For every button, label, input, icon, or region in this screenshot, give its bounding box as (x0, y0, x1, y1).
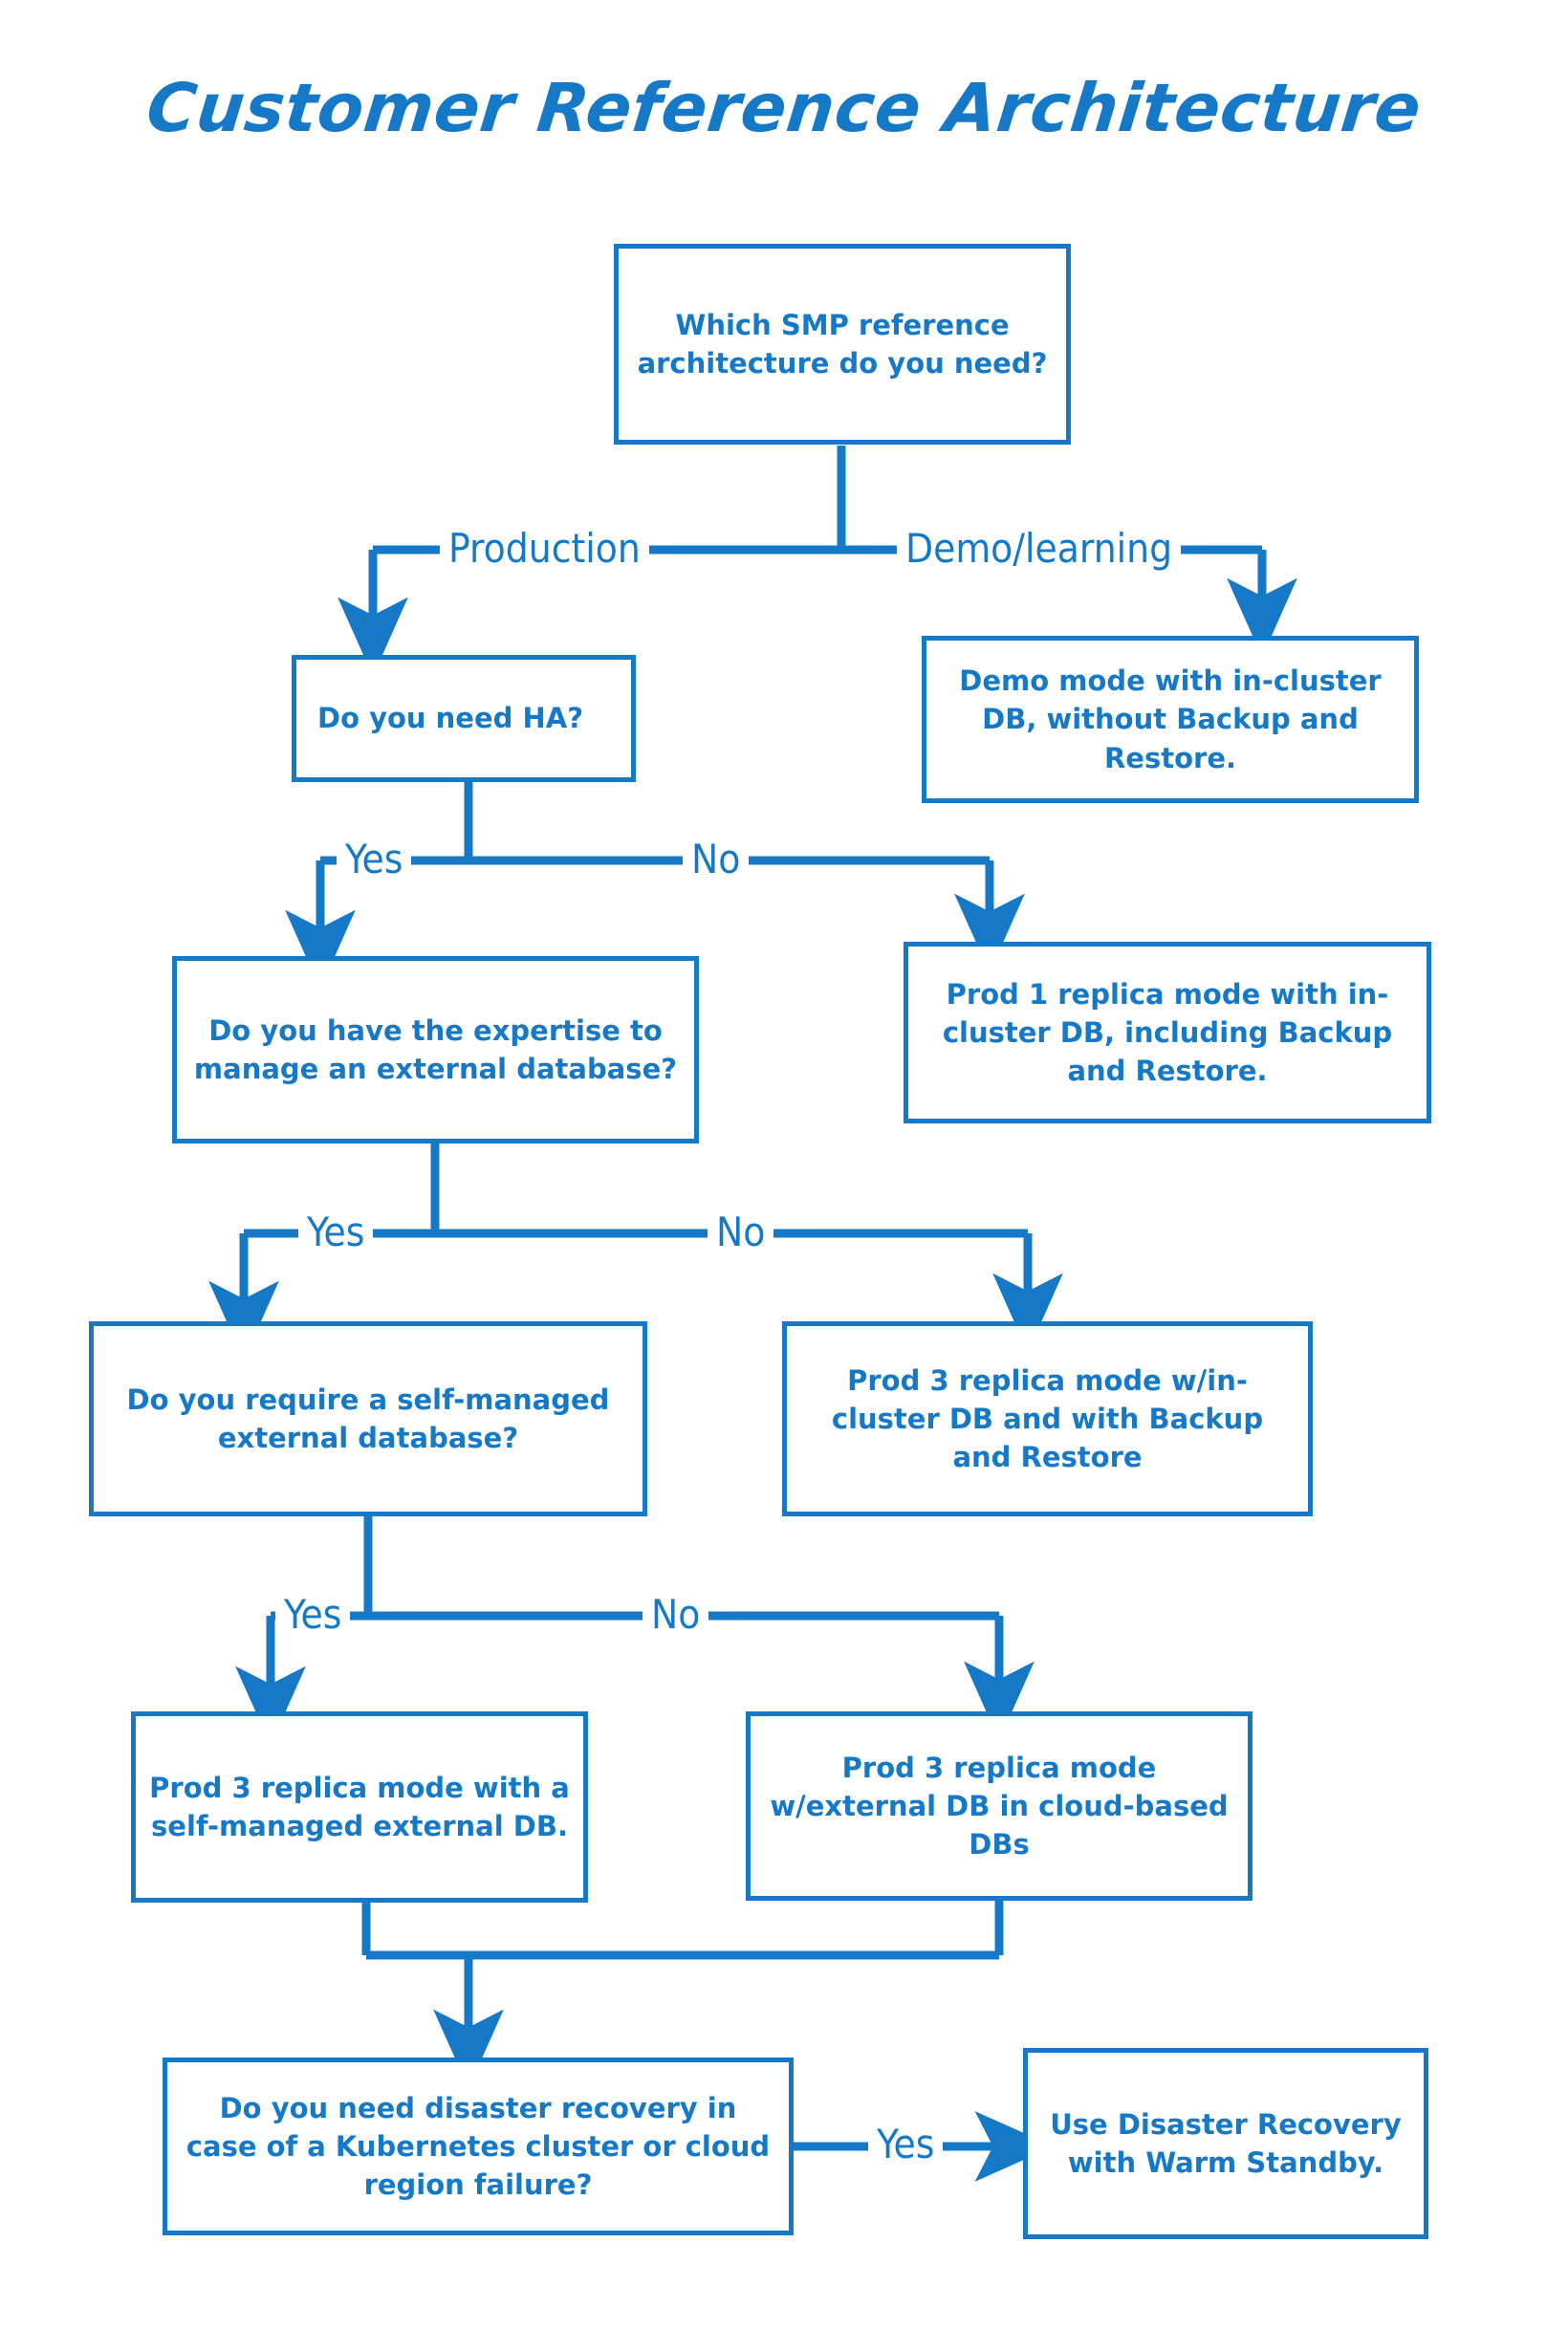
edge-label-selfmanaged-no: No (642, 1595, 709, 1635)
edge-label-ha-yes: Yes (337, 839, 412, 880)
node-prod3-incluster-result[interactable]: Prod 3 replica mode w/in-cluster DB and … (782, 1321, 1313, 1516)
node-dr-question[interactable]: Do you need disaster recovery in case of… (163, 2058, 794, 2235)
node-selfmanaged-question[interactable]: Do you require a self-managed external d… (89, 1321, 647, 1516)
node-root-question[interactable]: Which SMP reference architecture do you … (614, 244, 1071, 445)
edge-label-selfmanaged-yes: Yes (275, 1595, 351, 1635)
node-dr-result[interactable]: Use Disaster Recovery with Warm Standby. (1023, 2048, 1428, 2239)
node-expertise-question[interactable]: Do you have the expertise to manage an e… (172, 956, 699, 1143)
edge-label-demo-learning: Demo/learning (897, 529, 1182, 569)
edge-label-ha-no: No (683, 839, 750, 880)
node-prod1-result[interactable]: Prod 1 replica mode with in-cluster DB, … (904, 942, 1431, 1123)
edge-label-dr-yes: Yes (868, 2124, 944, 2165)
edge-label-production: Production (440, 529, 649, 569)
node-prod3-cloud-result[interactable]: Prod 3 replica mode w/external DB in clo… (746, 1711, 1252, 1901)
edge-label-expertise-no: No (708, 1212, 774, 1252)
node-ha-question[interactable]: Do you need HA? (292, 655, 636, 782)
node-demo-result[interactable]: Demo mode with in-cluster DB, without Ba… (922, 636, 1419, 803)
page-title: Customer Reference Architecture (142, 69, 1426, 147)
node-prod3-selfmanaged-result[interactable]: Prod 3 replica mode with a self-managed … (131, 1711, 588, 1903)
edge-label-expertise-yes: Yes (298, 1212, 374, 1252)
